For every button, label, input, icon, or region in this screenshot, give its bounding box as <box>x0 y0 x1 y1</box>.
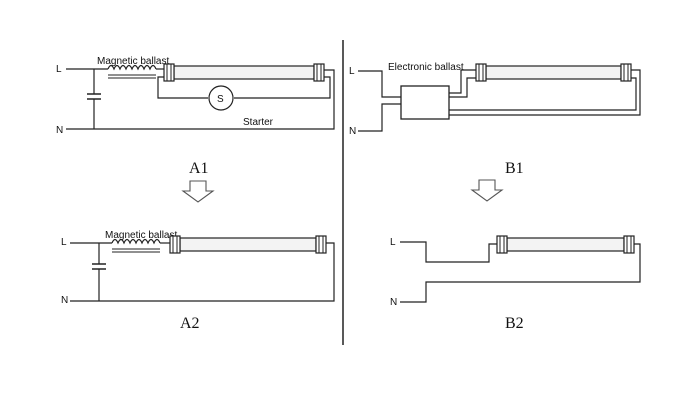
b1-line-label: L <box>349 66 355 77</box>
a1-starter-symbol: S <box>217 94 224 105</box>
a2-caption: A2 <box>180 315 200 332</box>
b2-fluorescent-tube <box>496 235 635 254</box>
a1-line-label: L <box>56 64 62 75</box>
panel-b1: L N Electronic ballast <box>349 62 641 137</box>
a1-starter: S <box>208 85 234 111</box>
arrow-down-b <box>470 179 504 202</box>
a1-fluorescent-tube <box>163 63 325 82</box>
panel-a2: L N Magnetic ballast <box>61 230 335 306</box>
b1-fluorescent-tube <box>475 63 632 82</box>
a1-starter-label: Starter <box>243 117 274 128</box>
b2-caption: B2 <box>505 315 524 332</box>
a1-caption: A1 <box>189 160 209 177</box>
b1-caption: B1 <box>505 160 524 177</box>
a2-neutral-label: N <box>61 295 68 306</box>
b1-ballast-label: Electronic ballast <box>388 62 464 73</box>
a1-magnetic-ballast-coil <box>107 64 157 79</box>
arrow-down-a <box>181 180 215 203</box>
a2-magnetic-ballast-coil <box>111 238 161 253</box>
b1-electronic-ballast-box <box>400 85 450 120</box>
panel-a1: L N Magnetic ballast <box>56 56 335 136</box>
b2-neutral-label: N <box>390 297 397 308</box>
a2-fluorescent-tube <box>169 235 327 254</box>
a1-ballast-label: Magnetic ballast <box>97 56 169 67</box>
panel-b2: L N <box>390 235 641 308</box>
b1-neutral-label: N <box>349 126 356 137</box>
a1-neutral-label: N <box>56 125 63 136</box>
b2-line-label: L <box>390 237 396 248</box>
a2-ballast-label: Magnetic ballast <box>105 230 177 241</box>
a2-line-label: L <box>61 237 67 248</box>
